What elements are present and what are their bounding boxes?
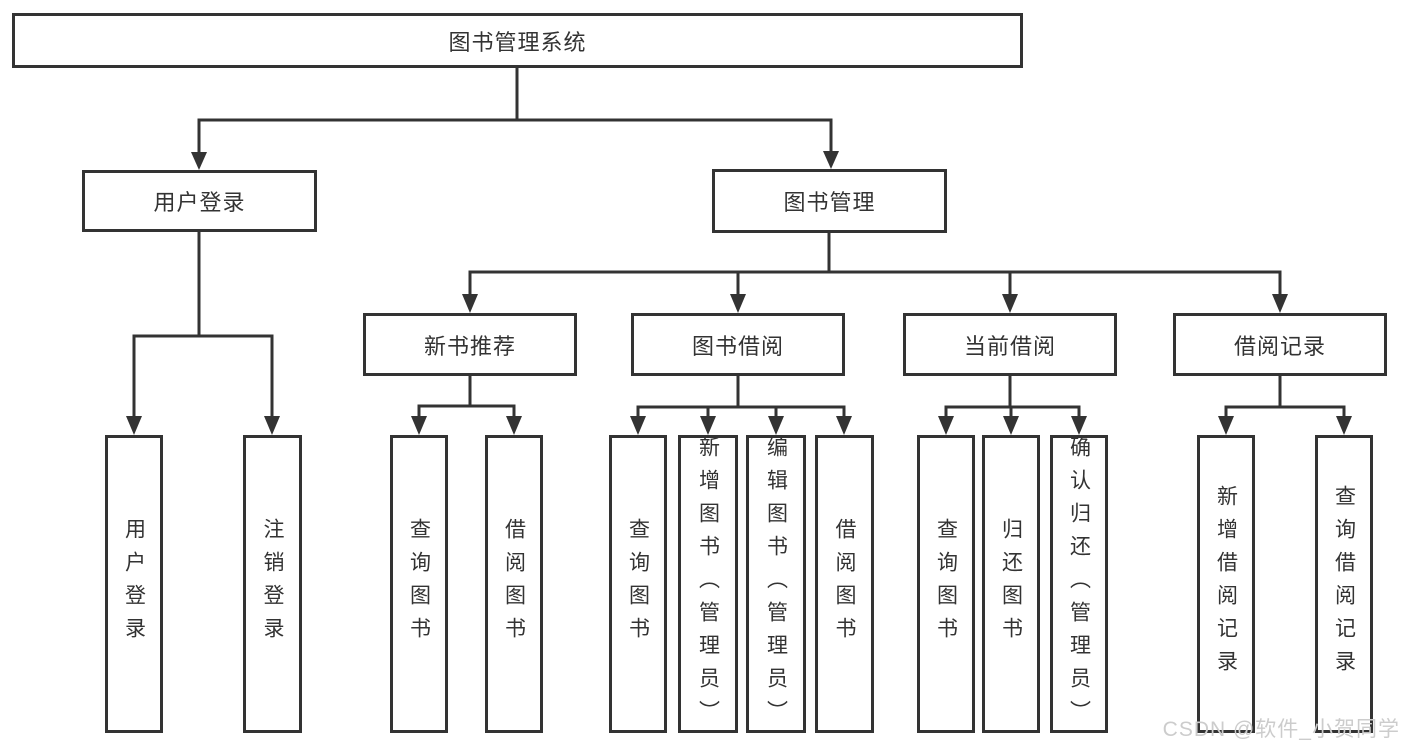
leaf-logout: 注销登录 [243,435,302,733]
connector-new-book-recommend [411,373,522,435]
leaf-edit-book-admin-label: 编辑图书（管理员） [764,435,788,733]
leaf-add-book-admin-label: 新增图书（管理员） [696,435,720,733]
node-borrow-records: 借阅记录 [1173,313,1387,376]
leaf-query-books-recommend-label: 查询图书 [407,518,431,650]
node-book-management: 图书管理 [712,169,947,233]
leaf-confirm-return-admin: 确认归还（管理员） [1050,435,1108,733]
node-current-borrow: 当前借阅 [903,313,1117,376]
leaf-query-borrow-record-label: 查询借阅记录 [1332,485,1356,683]
leaf-borrow-books-recommend-label: 借阅图书 [502,518,526,650]
connector-book-borrow [630,373,852,435]
leaf-user-login: 用户登录 [105,435,163,733]
leaf-confirm-return-admin-label: 确认归还（管理员） [1067,435,1091,733]
node-book-borrow-label: 图书借阅 [691,333,784,359]
leaf-query-books-current-label: 查询图书 [934,518,958,650]
watermark: CSDN @软件_小贺同学 [1162,718,1400,741]
leaf-query-books-current: 查询图书 [917,435,975,733]
leaf-logout-label: 注销登录 [261,518,284,650]
connector-book-management [462,230,1288,313]
leaf-user-login-label: 用户登录 [122,518,146,650]
node-user-login: 用户登录 [82,170,317,232]
connector-current-borrow [938,373,1087,435]
node-new-book-recommend-label: 新书推荐 [423,333,516,359]
node-current-borrow-label: 当前借阅 [963,333,1056,359]
leaf-borrow-books-recommend: 借阅图书 [485,435,543,733]
leaf-return-books: 归还图书 [982,435,1040,733]
connector-root [191,65,839,170]
connector-borrow-records [1218,373,1352,435]
leaf-add-book-admin: 新增图书（管理员） [678,435,738,733]
node-book-management-label: 图书管理 [783,190,876,215]
node-book-borrow: 图书借阅 [631,313,845,376]
node-new-book-recommend: 新书推荐 [363,313,577,376]
connector-user-login [126,229,280,435]
node-user-login-label: 用户登录 [153,190,246,215]
leaf-query-books-borrow-label: 查询图书 [626,518,650,650]
leaf-query-borrow-record: 查询借阅记录 [1315,435,1373,733]
leaf-add-borrow-record-label: 新增借阅记录 [1214,485,1238,683]
node-root-label: 图书管理系统 [448,29,587,55]
leaf-borrow-books-label: 借阅图书 [833,518,856,650]
leaf-borrow-books: 借阅图书 [815,435,874,733]
leaf-add-borrow-record: 新增借阅记录 [1197,435,1255,733]
leaf-query-books-borrow: 查询图书 [609,435,667,733]
node-root: 图书管理系统 [12,13,1023,68]
leaf-query-books-recommend: 查询图书 [390,435,448,733]
leaf-edit-book-admin: 编辑图书（管理员） [746,435,806,733]
node-borrow-records-label: 借阅记录 [1233,333,1326,359]
leaf-return-books-label: 归还图书 [999,518,1023,650]
